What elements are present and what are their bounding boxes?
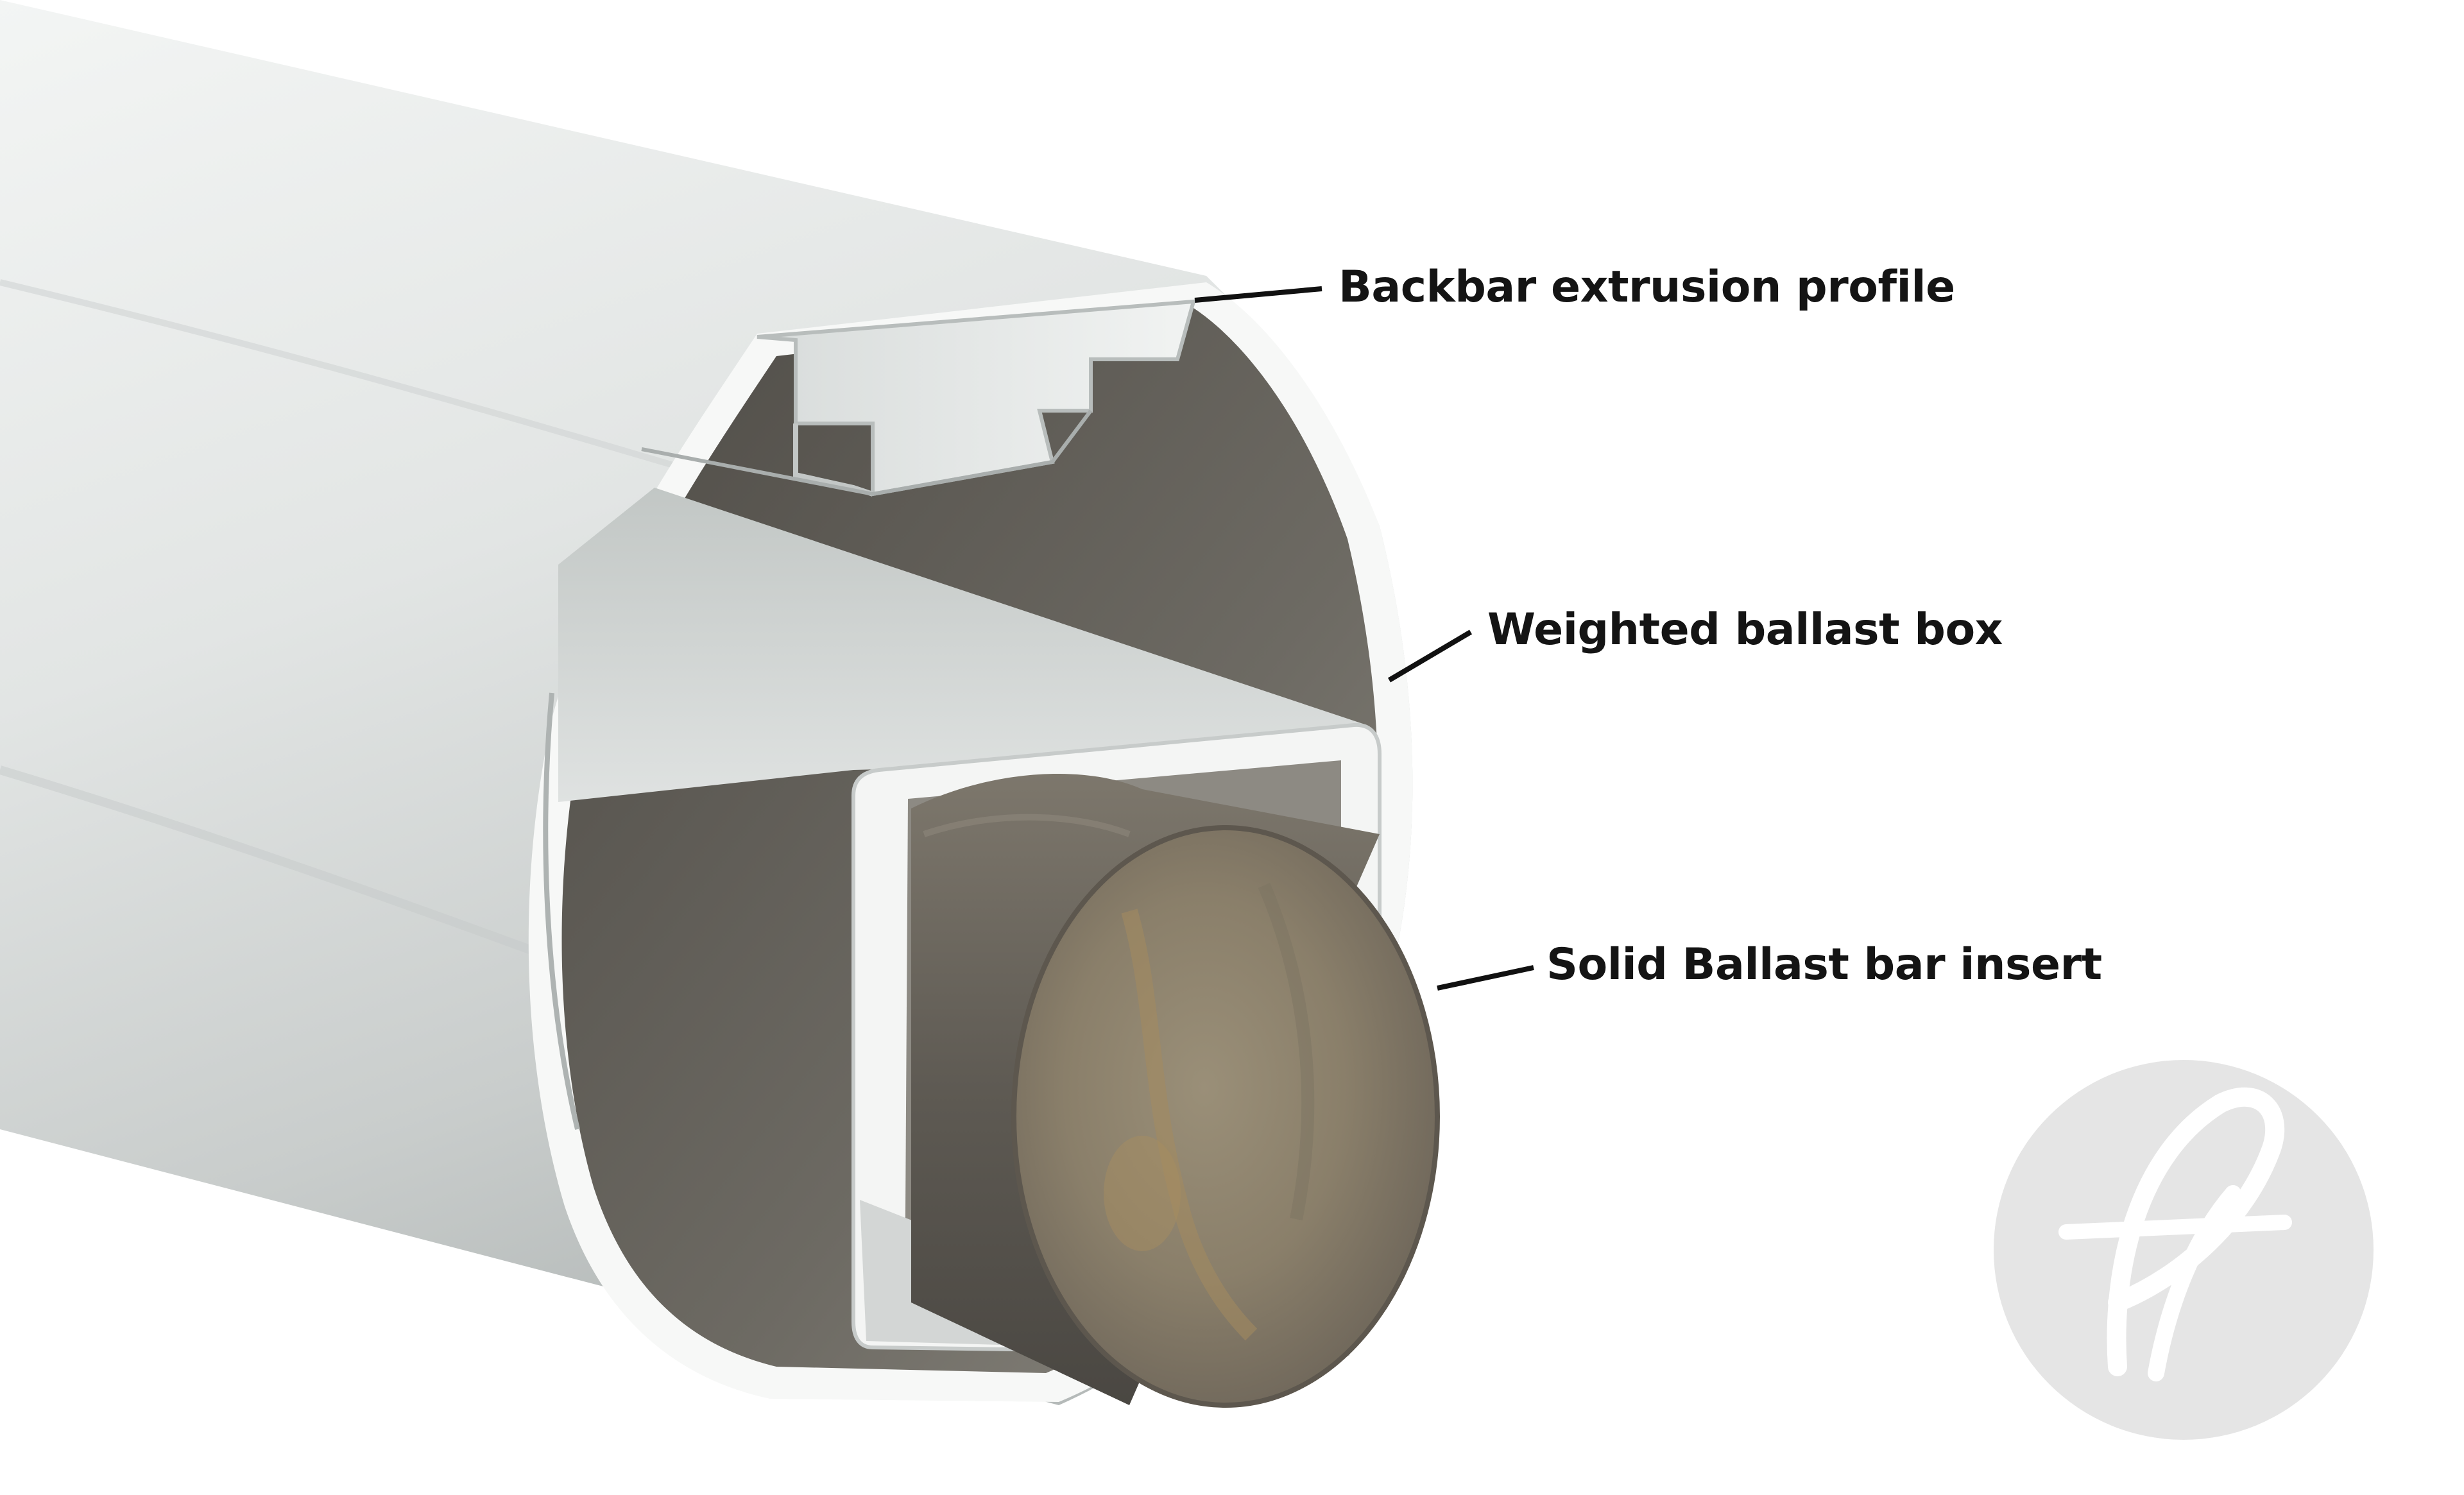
brand-logo-watermark-icon	[1994, 1060, 2374, 1440]
leader-line-ballast-box	[1387, 629, 1473, 683]
backbar-extrusion-profile	[641, 299, 1197, 497]
leader-line-ballast-bar	[1437, 965, 1534, 991]
solid-ballast-bar-insert	[911, 774, 1440, 1408]
leader-line-backbar	[1194, 286, 1322, 303]
callout-label-solid-ballast-bar-insert: Solid Ballast bar insert	[1546, 939, 2102, 990]
callout-label-backbar-extrusion-profile: Backbar extrusion profile	[1339, 262, 1955, 312]
callout-label-weighted-ballast-box: Weighted ballast box	[1487, 604, 2003, 655]
leader-lines	[1194, 286, 1534, 991]
ballast-box-top-surface	[543, 488, 1367, 1130]
